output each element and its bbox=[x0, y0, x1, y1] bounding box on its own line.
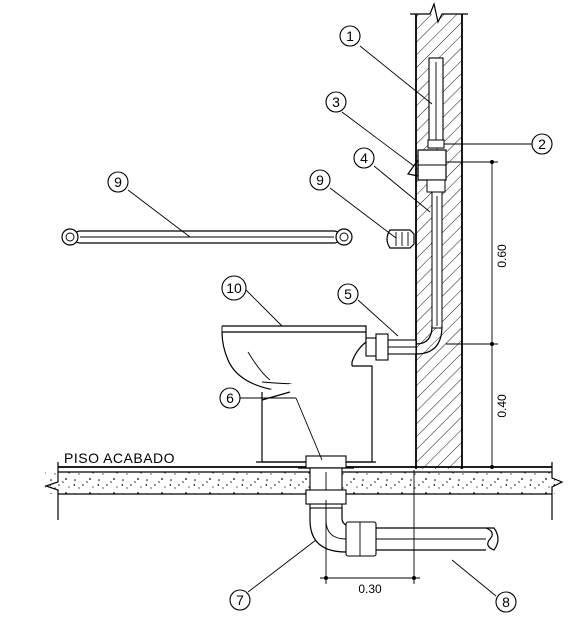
callout-bubble-3: 3 bbox=[325, 91, 347, 113]
callout-bubble-7: 7 bbox=[229, 589, 251, 611]
callout-leaders bbox=[127, 45, 532, 597]
svg-text:8: 8 bbox=[502, 594, 510, 610]
dimension-lines bbox=[320, 160, 498, 584]
svg-text:9: 9 bbox=[316, 172, 324, 188]
grab-bar-wall-mount bbox=[386, 229, 415, 249]
callout-bubble-10: 10 bbox=[221, 275, 247, 301]
svg-text:10: 10 bbox=[226, 280, 242, 296]
callout-bubble-2: 2 bbox=[531, 133, 553, 155]
dimension-label-horizontal: 0.30 bbox=[358, 582, 382, 596]
svg-text:3: 3 bbox=[332, 94, 340, 110]
svg-text:5: 5 bbox=[344, 286, 352, 302]
callout-bubble-4: 4 bbox=[353, 147, 375, 169]
callout-bubble-6: 6 bbox=[219, 387, 241, 409]
svg-text:4: 4 bbox=[360, 150, 368, 166]
drain-pipe bbox=[298, 455, 499, 557]
dimension-label-upper: 0.60 bbox=[495, 244, 509, 268]
toilet-bowl bbox=[221, 325, 376, 463]
floor-slab bbox=[44, 462, 564, 520]
svg-text:1: 1 bbox=[346, 28, 354, 44]
callout-bubble-9-right: 9 bbox=[309, 169, 331, 191]
callout-bubble-1: 1 bbox=[339, 25, 361, 47]
callout-bubble-9-left: 9 bbox=[107, 171, 129, 193]
svg-text:2: 2 bbox=[538, 136, 546, 152]
dimension-label-lower: 0.40 bbox=[495, 394, 509, 418]
grab-bar bbox=[61, 228, 353, 246]
water-supply-pipe bbox=[406, 57, 447, 355]
svg-text:6: 6 bbox=[226, 390, 234, 406]
callout-bubble-5: 5 bbox=[337, 283, 359, 305]
toilet-supply-connector bbox=[365, 333, 417, 361]
callout-bubble-8: 8 bbox=[495, 591, 517, 613]
svg-text:9: 9 bbox=[114, 174, 122, 190]
svg-text:7: 7 bbox=[236, 592, 244, 608]
floor-label: PISO ACABADO bbox=[64, 450, 175, 466]
